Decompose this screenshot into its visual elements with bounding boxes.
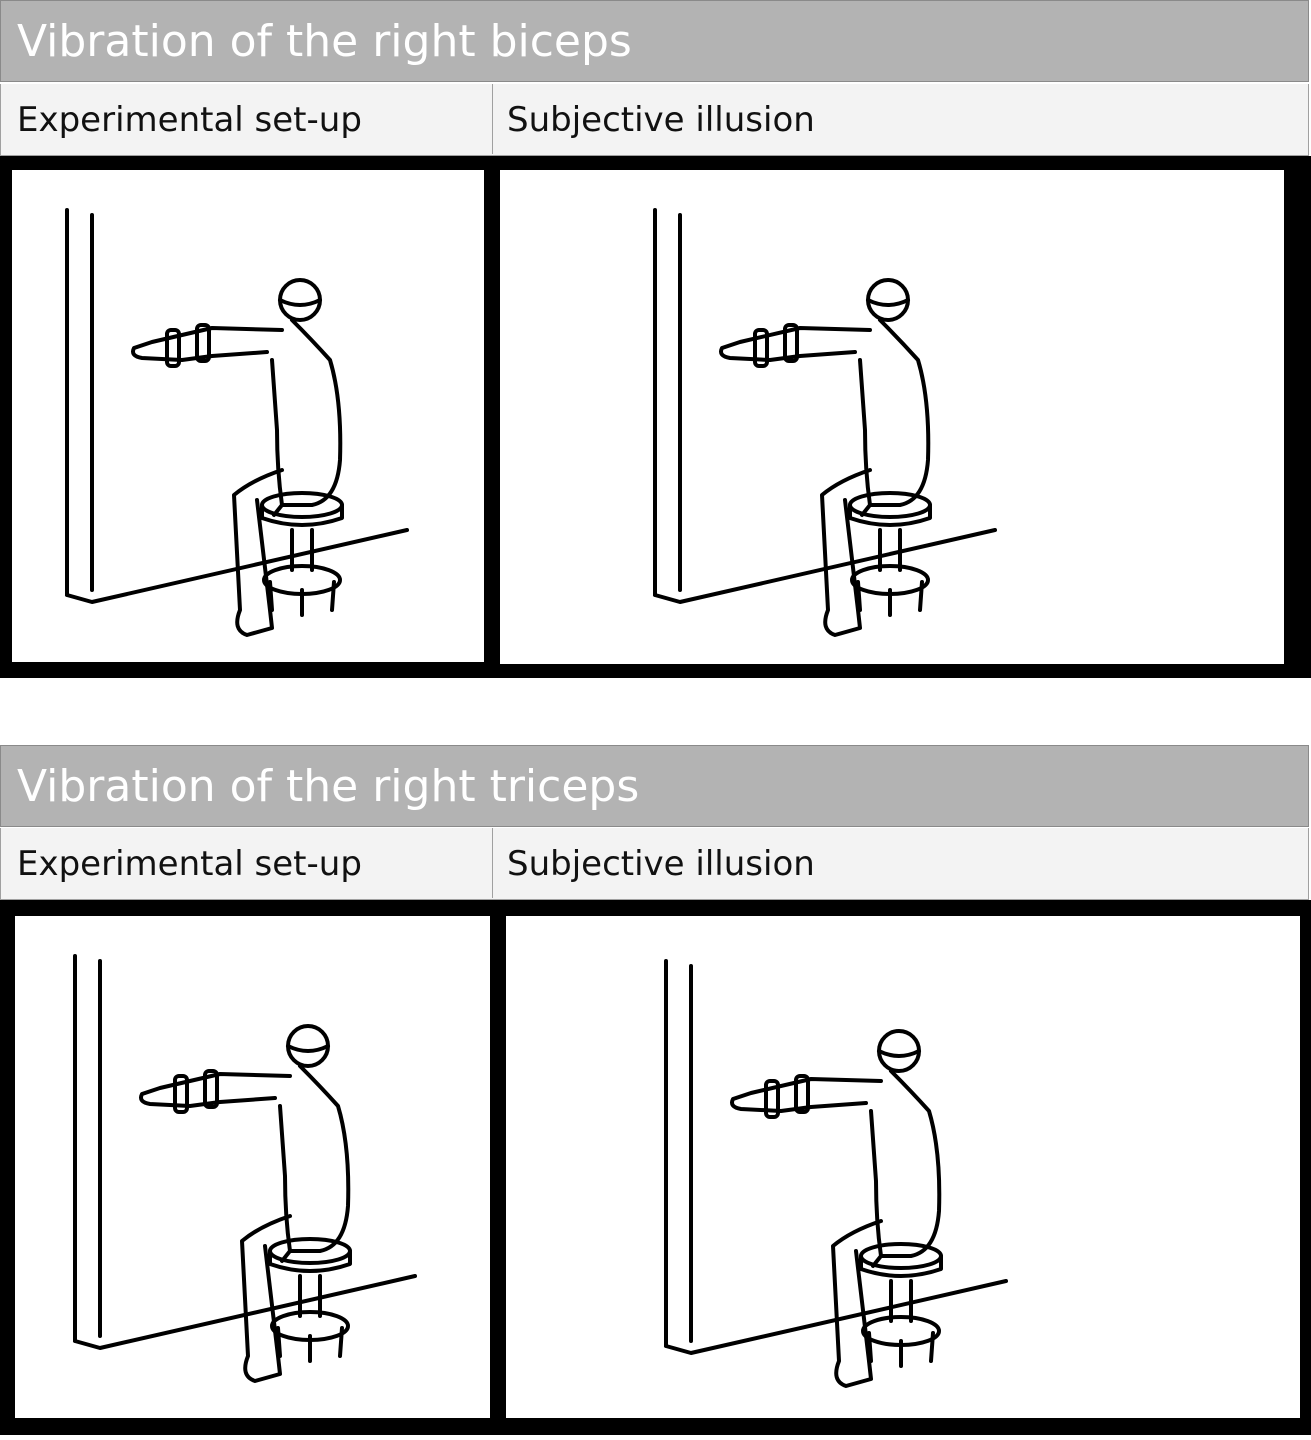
column-header-setup: Experimental set-up: [1, 828, 493, 898]
column-header-row: Experimental set-up Subjective illusion: [0, 84, 1309, 156]
illusion-illustration: [500, 170, 1284, 664]
section-title: Vibration of the right triceps: [0, 745, 1309, 827]
column-header-illusion: Subjective illusion: [507, 100, 815, 140]
column-header-illusion: Subjective illusion: [507, 844, 815, 884]
illusion-illustration: [506, 916, 1300, 1418]
triceps-section: Vibration of the right triceps Experimen…: [0, 745, 1311, 1440]
setup-illustration: [12, 170, 484, 662]
column-header-setup: Experimental set-up: [1, 84, 493, 154]
figure-frame: [0, 900, 1311, 1435]
setup-illustration: [15, 916, 490, 1418]
biceps-section: Vibration of the right biceps Experiment…: [0, 0, 1311, 680]
section-title: Vibration of the right biceps: [0, 0, 1309, 82]
column-header-row: Experimental set-up Subjective illusion: [0, 828, 1309, 900]
figure-frame: [0, 156, 1311, 678]
